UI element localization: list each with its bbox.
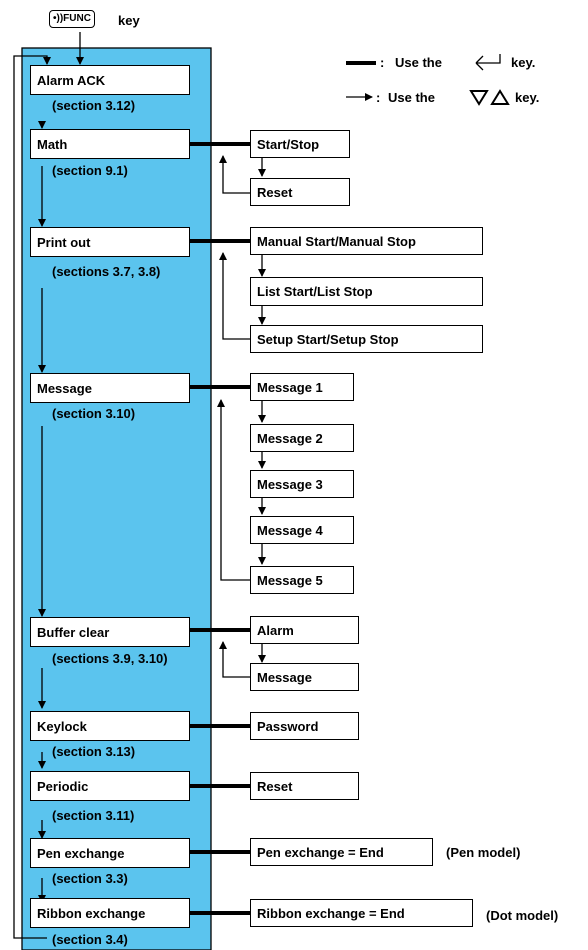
legend-arrow-text: Use the [388,90,435,105]
section-message: (section 3.10) [52,406,136,421]
submenu-message-2[interactable]: Message 2 [250,424,354,452]
submenu-message-3[interactable]: Message 3 [250,470,354,498]
legend-enter-suffix: key. [511,55,536,70]
menu-periodic[interactable]: Periodic [30,771,190,801]
legend-graphics [346,54,510,106]
submenu-message-1[interactable]: Message 1 [250,373,354,401]
menu-ribbon-exchange[interactable]: Ribbon exchange [30,898,190,928]
legend-arrow-suffix: key. [515,90,540,105]
legend-enter-colon: : [380,55,385,70]
menu-pen-exchange[interactable]: Pen exchange [30,838,190,868]
func-key-label: FUNC [63,13,91,24]
key-text: key [118,13,140,28]
submenu-buffer-alarm[interactable]: Alarm [250,616,359,644]
pen-model-note: (Pen model) [446,845,521,860]
submenu-print-setup[interactable]: Setup Start/Setup Stop [250,325,483,353]
menu-print-out[interactable]: Print out [30,227,190,257]
section-buffer-clear: (sections 3.9, 3.10) [52,651,168,666]
submenu-buffer-message[interactable]: Message [250,663,359,691]
menu-buffer-clear[interactable]: Buffer clear [30,617,190,647]
submenu-print-list[interactable]: List Start/List Stop [250,277,483,306]
menu-math[interactable]: Math [30,129,190,159]
menu-message[interactable]: Message [30,373,190,403]
enter-key-icon [475,54,501,71]
up-triangle-icon [490,89,510,105]
submenu-ribbon-exchange-end[interactable]: Ribbon exchange = End [250,899,473,927]
submenu-keylock-password[interactable]: Password [250,712,359,740]
menu-keylock[interactable]: Keylock [30,711,190,741]
submenu-print-manual[interactable]: Manual Start/Manual Stop [250,227,483,255]
submenu-math-reset[interactable]: Reset [250,178,350,206]
section-keylock: (section 3.13) [52,744,136,759]
section-ribbon-exchange: (section 3.4) [52,932,128,947]
submenu-message-5[interactable]: Message 5 [250,566,354,594]
down-triangle-icon [469,90,489,106]
legend-enter-text: Use the [395,55,442,70]
section-math: (section 9.1) [52,163,128,178]
submenu-math-start-stop[interactable]: Start/Stop [250,130,350,158]
dot-model-note: (Dot model) [486,908,559,923]
section-periodic: (section 3.11) [52,808,135,823]
func-key-icon: •))FUNC [49,10,95,28]
section-alarm-ack: (section 3.12) [52,98,136,113]
submenu-flow-lines [217,155,266,678]
section-print-out: (sections 3.7, 3.8) [52,264,161,279]
section-pen-exchange: (section 3.3) [52,871,128,886]
submenu-pen-exchange-end[interactable]: Pen exchange = End [250,838,433,866]
submenu-message-4[interactable]: Message 4 [250,516,354,544]
menu-alarm-ack[interactable]: Alarm ACK [30,65,190,95]
submenu-periodic-reset[interactable]: Reset [250,772,359,800]
enter-key-connectors [190,142,250,915]
legend-arrow-colon: : [376,90,381,105]
speaker-icon: •)) [53,13,64,24]
